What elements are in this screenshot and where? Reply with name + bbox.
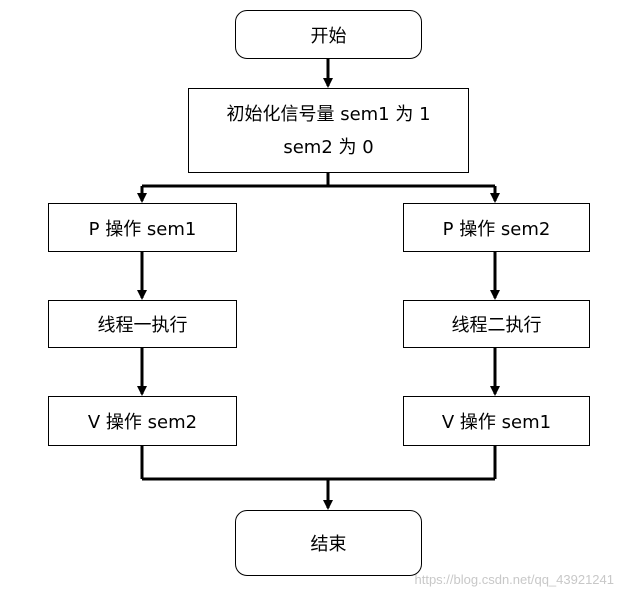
start-label: 开始 [310, 25, 347, 47]
left-p-operation-label: P 操作 sem1 [88, 218, 197, 240]
right-thread-node: 线程二执行 [403, 300, 590, 348]
start-node: 开始 [235, 10, 422, 59]
right-p-operation-node: P 操作 sem2 [403, 203, 590, 252]
init-line-1: 初始化信号量 sem1 为 1 [226, 103, 431, 125]
init-line-2: sem2 为 0 [283, 136, 374, 158]
end-label: 结束 [310, 534, 347, 555]
left-p-operation-node: P 操作 sem1 [48, 203, 237, 252]
right-v-operation-node: V 操作 sem1 [403, 396, 590, 446]
left-v-operation-label: V 操作 sem2 [87, 412, 198, 433]
init-semaphores-node: 初始化信号量 sem1 为 1 sem2 为 0 [188, 88, 469, 173]
end-node: 结束 [235, 510, 422, 576]
left-v-operation-node: V 操作 sem2 [48, 396, 237, 446]
right-thread-label: 线程二执行 [451, 315, 542, 336]
left-thread-node: 线程一执行 [48, 300, 237, 348]
right-p-operation-label: P 操作 sem2 [442, 218, 551, 240]
left-thread-label: 线程一执行 [97, 315, 188, 336]
watermark-text: https://blog.csdn.net/qq_43921241 [414, 572, 615, 587]
right-v-operation-label: V 操作 sem1 [441, 412, 552, 433]
